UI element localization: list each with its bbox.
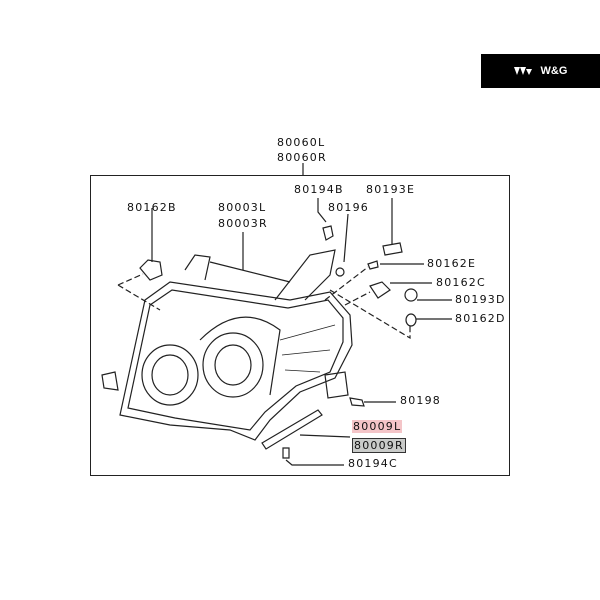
assembly-label-right: 80060R	[277, 151, 327, 164]
part-label-80009R: 80009R	[352, 438, 406, 453]
part-label-80196: 80196	[328, 201, 369, 214]
assembly-label-left: 80060L	[277, 136, 326, 149]
part-label-80194C: 80194C	[348, 457, 398, 470]
part-label-80003L: 80003L	[218, 201, 267, 214]
brand-badge: W&G	[481, 54, 600, 88]
part-label-80193D: 80193D	[455, 293, 506, 306]
part-label-80162E: 80162E	[427, 257, 477, 270]
brand-name: W&G	[540, 65, 568, 77]
brand-logo-icon	[513, 67, 532, 75]
part-label-80162B: 80162B	[127, 201, 177, 214]
part-label-80193E: 80193E	[366, 183, 416, 196]
diagram-frame	[90, 175, 510, 476]
part-label-80162C: 80162C	[436, 276, 486, 289]
part-label-80162D: 80162D	[455, 312, 506, 325]
part-label-80194B: 80194B	[294, 183, 344, 196]
part-label-80003R: 80003R	[218, 217, 268, 230]
part-label-80009L: 80009L	[352, 420, 403, 433]
part-label-80198: 80198	[400, 394, 441, 407]
